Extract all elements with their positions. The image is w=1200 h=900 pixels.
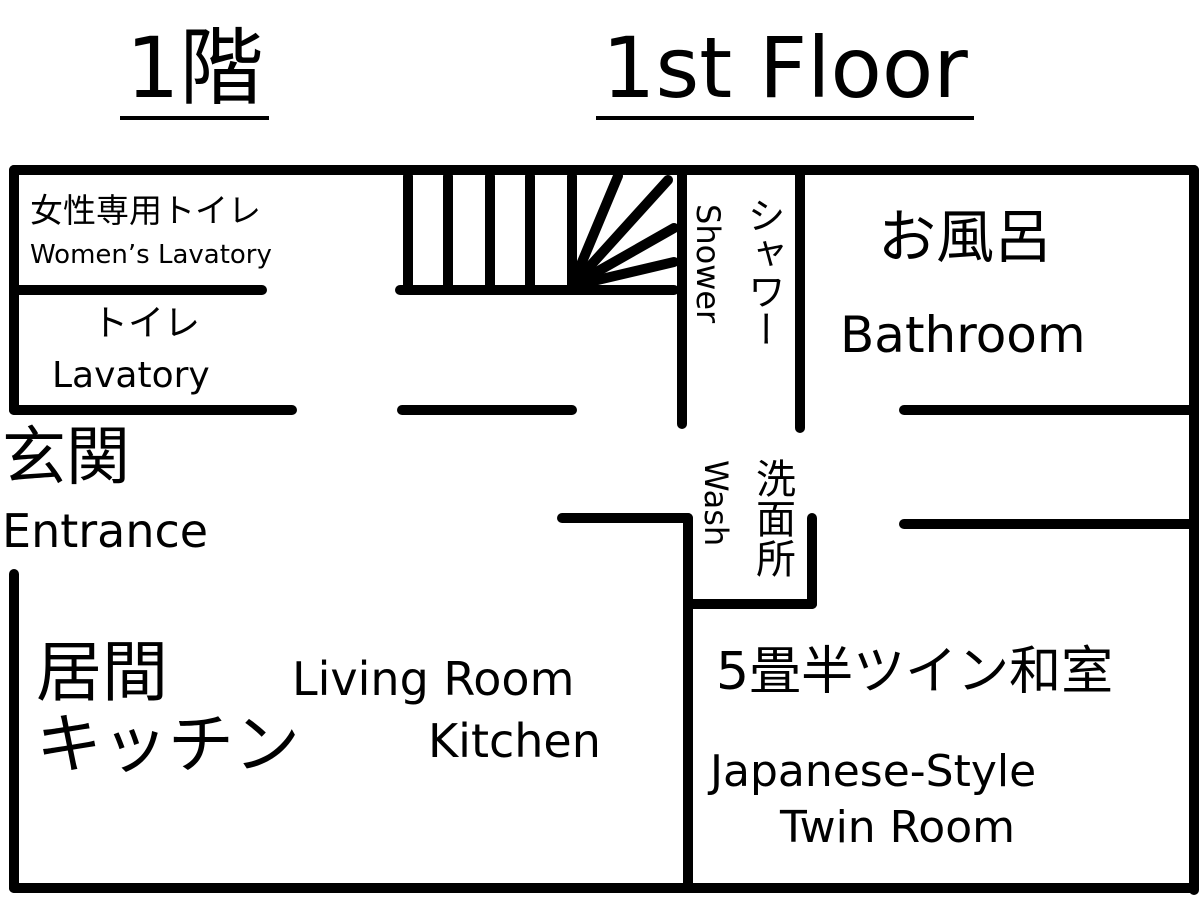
stair-winder-1 (567, 171, 623, 291)
living-label-jp-line1: 居間 (36, 634, 168, 711)
lavatory-label-en: Lavatory (52, 355, 210, 396)
twin-room-label-jp: 5畳半ツイン和室 (716, 642, 1114, 702)
floor-title-japanese: 1階 (120, 26, 270, 120)
floor-title-english: 1st Floor (596, 26, 974, 120)
stair-winder-2 (567, 175, 673, 291)
entrance-label-jp: 玄関 (2, 421, 130, 495)
shower-label-en: Shower (689, 204, 727, 324)
womens-lavatory-label-en: Women’s Lavatory (30, 240, 272, 270)
twin-room-label-en-line2: Twin Room (780, 802, 1015, 853)
stair-winder-4 (567, 257, 679, 291)
entrance-label-en: Entrance (2, 504, 209, 558)
living-label-en-line1: Living Room (292, 652, 575, 706)
wash-label-en: Wash (697, 460, 735, 547)
bathroom-label-en: Bathroom (840, 306, 1086, 364)
twin-room-label-en-line1: Japanese-Style (710, 746, 1037, 797)
womens-lavatory-label-jp: 女性専用トイレ (30, 191, 261, 230)
shower-label-jp: シャワー (741, 196, 785, 348)
stair-winder-3 (567, 223, 679, 291)
wash-label-jp: 洗面所 (749, 458, 795, 578)
lavatory-label-jp: トイレ (92, 303, 201, 344)
living-label-jp-line2: キッチン (36, 706, 300, 783)
living-label-en-line2: Kitchen (428, 714, 601, 768)
bathroom-label-jp: お風呂 (878, 203, 1053, 271)
